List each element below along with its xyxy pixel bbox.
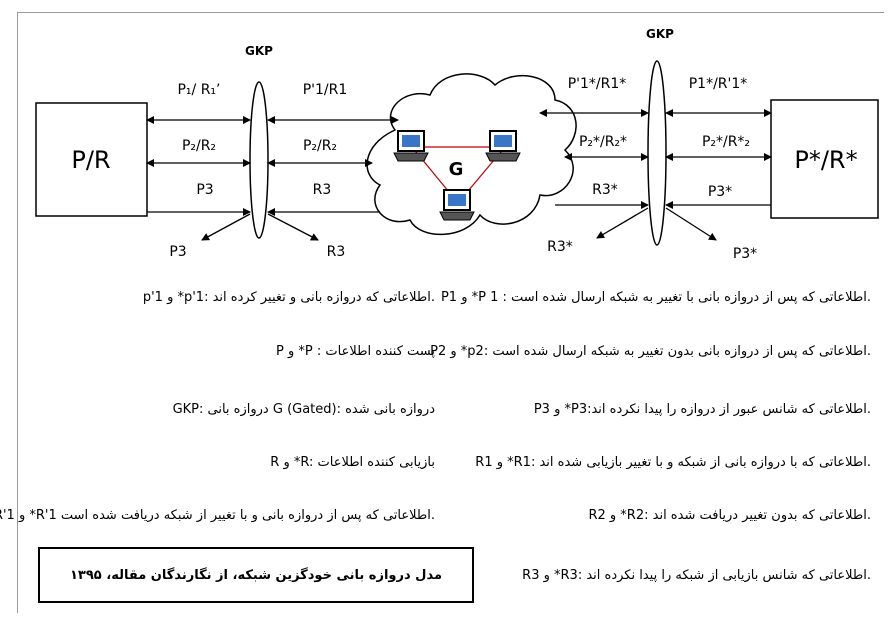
legend-item-p2: P2 و *p2: اطلاعاتی که پس از دروازه بانی …: [430, 344, 871, 359]
gkp-left-gate: [249, 81, 269, 239]
legend-item-p-prime-1: p'1 و *p'1: اطلاعاتی که دروازه بانی و تغ…: [142, 290, 435, 305]
gkp-left-label: GKP: [245, 44, 273, 58]
right-box: [770, 99, 879, 219]
label-p2r2-mid: P₂/R₂: [303, 138, 337, 154]
left-box-label: P/R: [71, 146, 110, 174]
label-p3-out-right: P3*: [733, 246, 757, 262]
label-r3-mid: R3: [313, 182, 332, 198]
cloud-label: G: [449, 159, 464, 180]
computer-icon: [393, 130, 429, 162]
legend-item-p: P و *P : پست کننده اطلاعات: [276, 344, 435, 359]
computer-icon: [485, 130, 521, 162]
legend-item-p1: P1 و *P 1 : اطلاعاتی که پس از دروازه بان…: [440, 290, 871, 305]
legend-item-p3: P3 و *P3:اطلاعاتی که شانس عبور از دروازه…: [533, 402, 871, 417]
gkp-right-label: GKP: [646, 27, 674, 41]
gkp-right-gate: [647, 60, 667, 246]
label-p2r2-right: P₂*/R*₂: [702, 134, 750, 150]
label-r3-out-right: R3*: [547, 239, 573, 255]
arrow-p3-out: [201, 213, 251, 241]
label-p2r2-midright: P₂*/R₂*: [579, 134, 627, 150]
figure-caption: مدل دروازه بانی خودگزین شبکه، از نگارندگ…: [38, 547, 474, 603]
legend-item-r1: R1 و *R1: اطلاعاتی که با دروازه بانی از …: [475, 455, 871, 470]
figure-frame: [17, 12, 884, 613]
label-p3-left: P3: [196, 182, 213, 198]
label-p1r1-midright: P'1*/R1*: [568, 76, 627, 92]
arrow-r3-out-right: [596, 207, 649, 239]
right-box-label: P*/R*: [794, 146, 857, 174]
legend-item-r: R و *R: بازیابی کننده اطلاعات: [270, 455, 435, 470]
left-box: [35, 102, 148, 217]
label-p1r1-right: P1*/R'1*: [689, 76, 748, 92]
legend-item-r-prime-1: R'1 و *R'1 اطلاعاتی که پس از دروازه بانی…: [0, 508, 435, 523]
label-p1r1-left: P₁/ R₁’: [177, 82, 220, 98]
label-r3-out: R3: [327, 244, 346, 260]
legend-item-gkp: GKP: دروازه بانی G (Gated): دروازه بانی …: [172, 402, 435, 417]
arrow-p3-out-right: [665, 207, 717, 241]
label-p3-right: P3*: [708, 184, 732, 200]
legend-item-r2: R2 و *R2: اطلاعاتی که بدون تغییر دریافت …: [588, 508, 871, 523]
label-p3-out: P3: [169, 244, 186, 260]
caption-text: مدل دروازه بانی خودگزین شبکه، از نگارندگ…: [70, 567, 442, 583]
label-p1r1-mid: P'1/R1: [303, 82, 348, 98]
computer-icon: [439, 189, 475, 221]
label-p2r2-left: P₂/R₂: [182, 138, 216, 154]
legend-item-r3: R3 و *R3: اطلاعاتی که شانس بازیابی از شب…: [522, 568, 871, 583]
arrow-r3-out: [267, 213, 319, 241]
label-r3-midright: R3*: [592, 182, 618, 198]
